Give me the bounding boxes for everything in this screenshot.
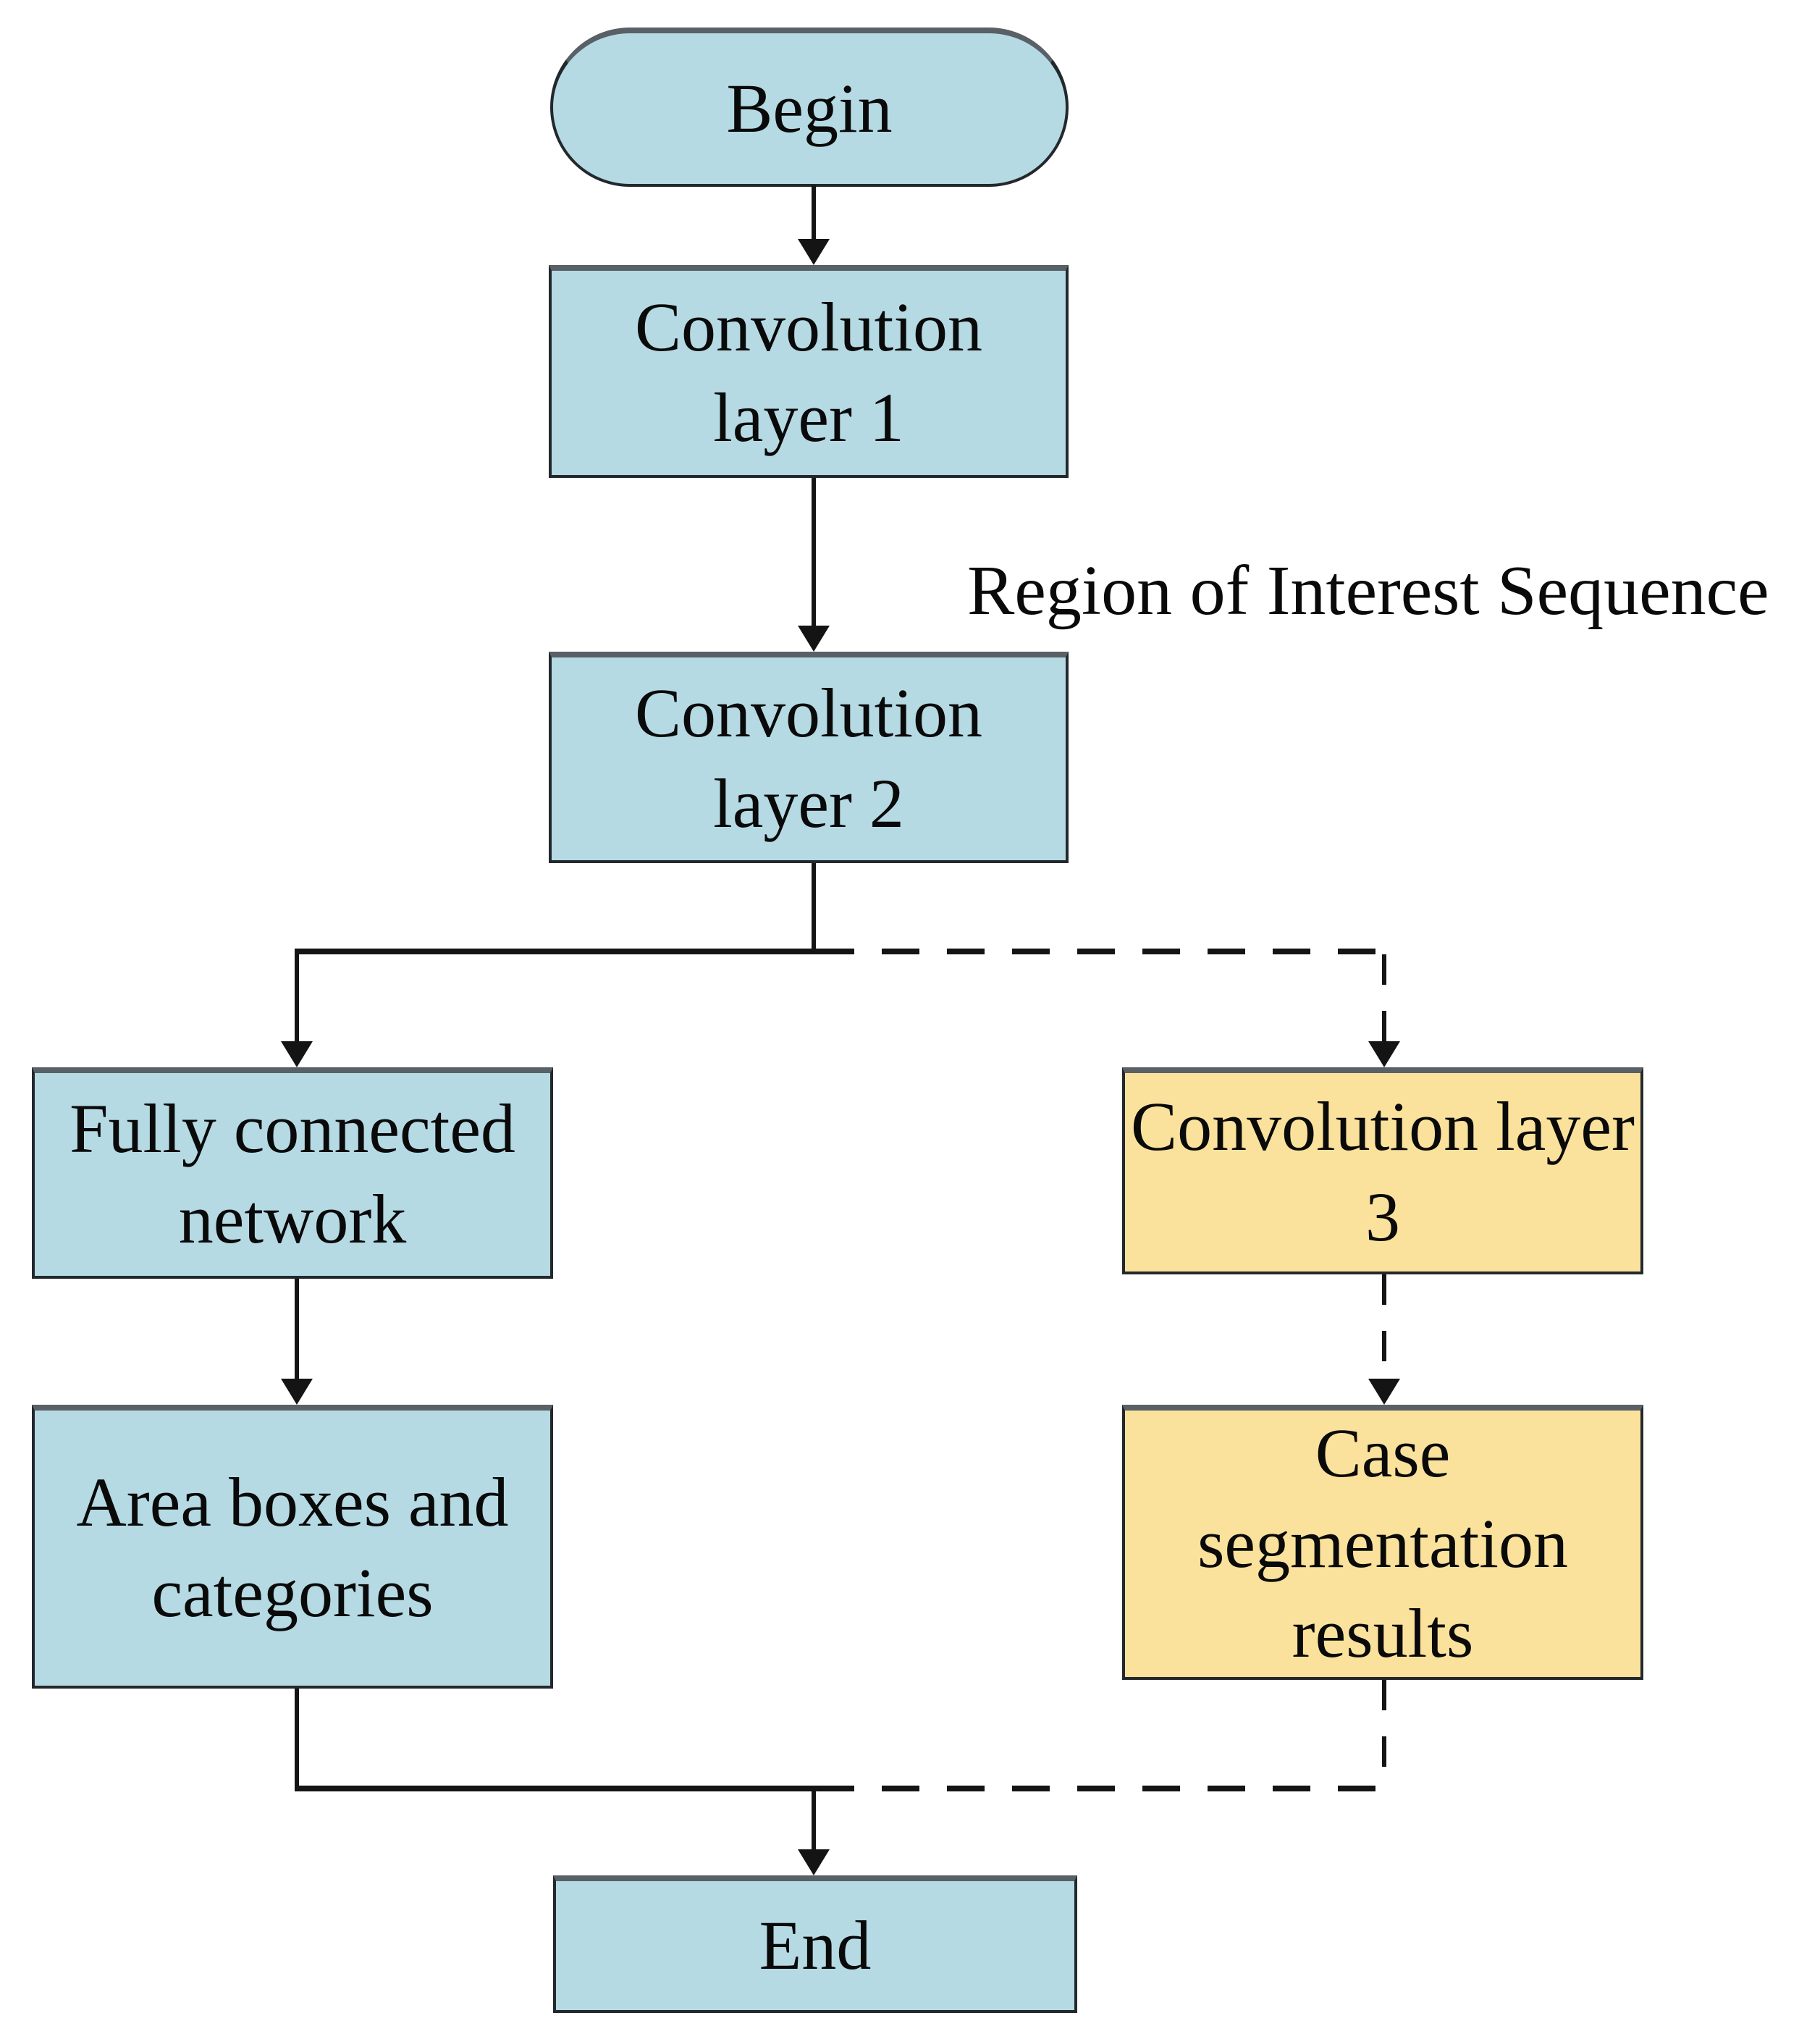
connector-split-fcn-arrowhead bbox=[281, 1041, 313, 1067]
node-convolution-layer-3: Convolution layer 3 bbox=[1122, 1067, 1643, 1274]
connector-caseseg-merge-stub bbox=[1382, 1680, 1386, 1786]
connector-fcn-area-arrowhead bbox=[281, 1379, 313, 1405]
node-area-boxes-and-categories-label: Area boxes and categories bbox=[76, 1463, 509, 1631]
node-area-boxes-and-categories: Area boxes and categories bbox=[32, 1405, 553, 1689]
connector-fcn-area-line bbox=[295, 1279, 299, 1380]
node-convolution-layer-3-label: Convolution layer 3 bbox=[1131, 1088, 1635, 1256]
connector-begin-conv1-line bbox=[812, 185, 816, 240]
node-convolution-layer-2-label: Convolution layer 2 bbox=[634, 674, 983, 842]
connector-area-merge-stub bbox=[295, 1689, 299, 1791]
connector-conv1-conv2-arrowhead bbox=[798, 626, 830, 652]
node-convolution-layer-1: Convolution layer 1 bbox=[549, 265, 1069, 478]
node-case-segmentation-results: Case segmentation results bbox=[1122, 1405, 1643, 1680]
node-case-segmentation-results-label: Case segmentation results bbox=[1197, 1413, 1568, 1673]
connector-begin-conv1-arrowhead bbox=[798, 239, 830, 265]
connector-merge-horizontal-dashed bbox=[817, 1786, 1384, 1791]
node-end: End bbox=[553, 1875, 1077, 2013]
connector-conv3-caseseg-line bbox=[1382, 1274, 1386, 1379]
connector-conv1-conv2-line bbox=[812, 478, 816, 627]
connector-merge-end-line bbox=[812, 1786, 816, 1851]
connector-split-fcn-line bbox=[295, 949, 299, 1043]
node-begin: Begin bbox=[550, 28, 1069, 187]
node-convolution-layer-2: Convolution layer 2 bbox=[549, 652, 1069, 863]
node-fully-connected-network-label: Fully connected network bbox=[69, 1090, 515, 1258]
connector-merge-horizontal-solid bbox=[295, 1786, 817, 1791]
connector-split-horizontal-dashed bbox=[817, 949, 1384, 954]
connector-merge-end-arrowhead bbox=[798, 1849, 830, 1875]
connector-conv3-caseseg-arrowhead bbox=[1368, 1379, 1400, 1405]
node-begin-label: Begin bbox=[726, 69, 893, 147]
edge-label-region-of-interest-sequence: Region of Interest Sequence bbox=[967, 552, 1769, 630]
connector-split-horizontal-solid bbox=[295, 949, 817, 954]
connector-split-conv3-line bbox=[1382, 954, 1386, 1041]
node-convolution-layer-1-label: Convolution layer 1 bbox=[634, 288, 983, 456]
node-fully-connected-network: Fully connected network bbox=[32, 1067, 553, 1279]
connector-conv2-split-stub bbox=[812, 863, 816, 954]
node-end-label: End bbox=[759, 1906, 872, 1984]
connector-split-conv3-arrowhead bbox=[1368, 1041, 1400, 1067]
